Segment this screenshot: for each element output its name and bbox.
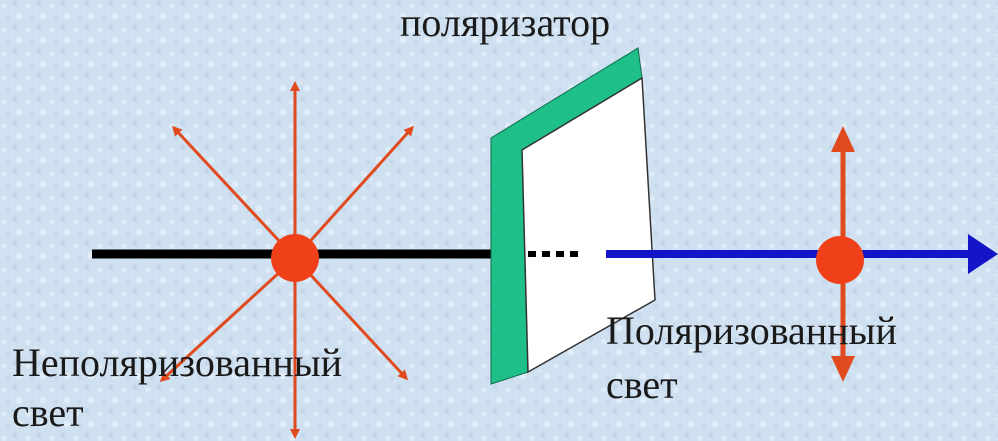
- vector-up-left: [171, 125, 297, 260]
- source-dot: [271, 234, 319, 282]
- unpolarized-field-vectors: [159, 81, 415, 439]
- unpolarized-light-label-line1: Неполяризованный: [12, 340, 343, 385]
- polarizer-label: поляризатор: [400, 0, 611, 45]
- polarized-vector-head-up: [831, 126, 855, 152]
- vector-up-right: [293, 125, 415, 260]
- polarizer: [490, 47, 656, 385]
- polarized-dot: [816, 236, 864, 284]
- polarized-light-label-line1: Поляризованный: [606, 308, 897, 353]
- vector-down-right: [293, 256, 409, 381]
- outgoing-beam-arrowhead: [968, 234, 998, 274]
- polarized-light-label-line2: свет: [606, 362, 678, 407]
- vector-down-left: [159, 256, 297, 383]
- unpolarized-light-label-line2: свет: [12, 390, 84, 435]
- polarizer-plate: [521, 76, 656, 374]
- polarized-vector-head-down: [831, 356, 855, 382]
